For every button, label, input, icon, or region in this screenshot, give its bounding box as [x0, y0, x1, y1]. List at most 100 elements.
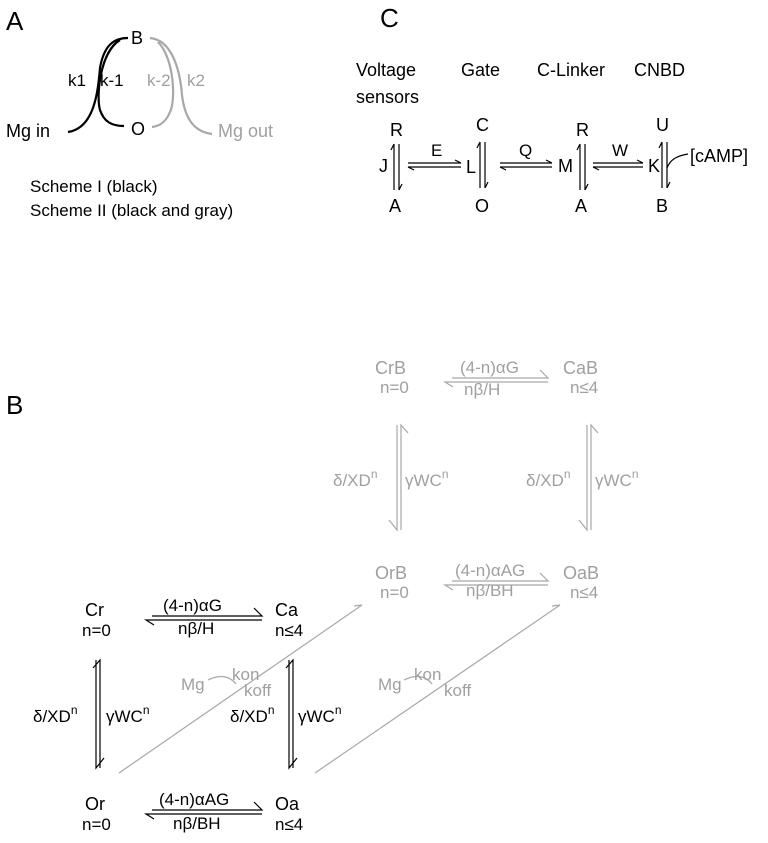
- mg-label-right: Mg: [378, 675, 402, 694]
- or-oa-rev-arrow: [143, 813, 262, 820]
- state-cr: Cr: [85, 600, 104, 620]
- state-orb: OrB: [375, 563, 407, 583]
- c4-mid-state: K: [648, 156, 660, 176]
- panel-label-b: B: [6, 390, 23, 420]
- c2-up-arrow: [476, 141, 481, 188]
- e-rev-arrow: [407, 166, 461, 171]
- c1-bot-state: A: [389, 196, 401, 216]
- rate-k1-label: k1: [68, 71, 86, 90]
- c3-top-state: R: [576, 120, 589, 140]
- oa-oab-mg-diagonal: [314, 604, 561, 774]
- unbinding-curve-in: [97, 39, 125, 128]
- c3-up-arrow: [576, 143, 581, 190]
- panel-label-c: C: [380, 3, 399, 33]
- state-oab-n: n≤4: [570, 583, 598, 602]
- c3-mid-state: M: [558, 156, 573, 176]
- cr-or-down-arrow: [95, 660, 105, 770]
- kon-label-left: kon: [232, 665, 259, 684]
- state-ca: Ca: [275, 600, 299, 620]
- c3-bot-state: A: [575, 196, 587, 216]
- ca-oa-up-rate: γWCn: [298, 703, 342, 726]
- state-ca-n: n≤4: [275, 621, 303, 640]
- camp-label: [cAMP]: [690, 146, 748, 166]
- w-fwd-arrow: [593, 159, 644, 164]
- state-cab: CaB: [563, 358, 598, 378]
- state-oa-n: n≤4: [275, 815, 303, 834]
- or-oa-fwd-arrow: [152, 801, 264, 811]
- e-fwd-arrow: [408, 159, 462, 164]
- legend-scheme-1: Scheme I (black): [30, 177, 158, 196]
- coupling-w-label: W: [612, 141, 628, 160]
- state-crb-n: n=0: [380, 378, 409, 397]
- koff-label-right: koff: [444, 681, 471, 700]
- state-crb: CrB: [375, 358, 406, 378]
- orb-oab-fwd-rate: (4-n)αAG: [455, 561, 525, 580]
- c3-down-arrow: [584, 144, 589, 191]
- koff-label-left: koff: [244, 681, 271, 700]
- panel-label-a: A: [6, 6, 24, 36]
- binding-curve-in: [67, 36, 129, 134]
- state-orb-n: n=0: [380, 583, 409, 602]
- header-c-linker: C-Linker: [537, 60, 605, 80]
- crb-cab-rev-arrow: [442, 381, 548, 388]
- scheme-a: B O Mg in Mg out k1 k-1 k-2 k2 Scheme I …: [6, 28, 273, 220]
- header-voltage: Voltage: [356, 60, 416, 80]
- crb-orb-down-arrow: [388, 425, 398, 532]
- cr-or-up-arrow: [92, 658, 101, 768]
- state-oa: Oa: [275, 794, 300, 814]
- or-oa-rev-rate: nβ/BH: [173, 814, 221, 833]
- ca-oa-down-rate: δ/XDn: [230, 703, 275, 726]
- state-b-label: B: [131, 28, 143, 48]
- mg-out-label: Mg out: [218, 121, 273, 141]
- orb-oab-fwd-arrow: [452, 572, 550, 582]
- cab-oab-down-rate: δ/XDn: [526, 467, 571, 490]
- unbinding-curve-out: [151, 41, 175, 129]
- cr-or-up-rate: γWCn: [106, 703, 150, 726]
- rate-k2-label: k2: [187, 71, 205, 90]
- kon-label-right: kon: [414, 665, 441, 684]
- c1-up-arrow: [390, 143, 395, 190]
- crb-cab-rev-rate: nβ/H: [464, 380, 500, 399]
- rate-k-minus2-label: k-2: [147, 71, 171, 90]
- header-sensors: sensors: [356, 87, 419, 107]
- orb-oab-rev-rate: nβ/BH: [466, 581, 514, 600]
- mg-in-label: Mg in: [6, 121, 50, 141]
- c2-mid-state: L: [466, 157, 476, 177]
- crb-orb-up-rate: γWCn: [405, 467, 449, 490]
- cr-ca-fwd-arrow: [152, 607, 264, 617]
- mg-hook-right: [403, 675, 433, 685]
- crb-cab-fwd-rate: (4-n)αG: [460, 358, 519, 377]
- cab-oab-down-arrow: [578, 425, 588, 532]
- scheme-b: CrB n=0 CaB n≤4 OrB n=0 OaB n≤4 (4-n)αG …: [33, 358, 639, 834]
- q-rev-arrow: [499, 166, 552, 171]
- q-fwd-arrow: [500, 159, 553, 164]
- cr-ca-rev-rate: nβ/H: [178, 619, 214, 638]
- state-or-n: n=0: [82, 815, 111, 834]
- header-gate: Gate: [461, 60, 500, 80]
- c4-bot-state: B: [656, 196, 668, 216]
- cr-or-down-rate: δ/XDn: [33, 703, 78, 726]
- cab-oab-up-arrow: [590, 423, 599, 530]
- coupling-q-label: Q: [519, 141, 532, 160]
- c4-top-state: U: [656, 115, 669, 135]
- state-cr-n: n=0: [82, 621, 111, 640]
- state-or: Or: [85, 794, 105, 814]
- or-orb-mg-diagonal: [118, 604, 363, 774]
- c4-up-arrow: [658, 141, 663, 188]
- coupling-e-label: E: [431, 141, 442, 160]
- camp-binding-line: [666, 153, 689, 169]
- state-oab: OaB: [563, 563, 599, 583]
- binding-curve-out: [149, 36, 213, 136]
- c1-top-state: R: [390, 120, 403, 140]
- c4-down-arrow: [666, 142, 671, 189]
- mg-label-left: Mg: [181, 675, 205, 694]
- state-o-label: O: [131, 119, 145, 139]
- c1-down-arrow: [398, 144, 403, 191]
- cr-ca-rev-arrow: [143, 619, 262, 626]
- state-cab-n: n≤4: [570, 378, 598, 397]
- scheme-c: Voltage sensors Gate C-Linker CNBD R J A…: [356, 60, 748, 216]
- orb-oab-rev-arrow: [442, 584, 548, 591]
- or-oa-fwd-rate: (4-n)αAG: [159, 790, 229, 809]
- cr-ca-fwd-rate: (4-n)αG: [163, 596, 222, 615]
